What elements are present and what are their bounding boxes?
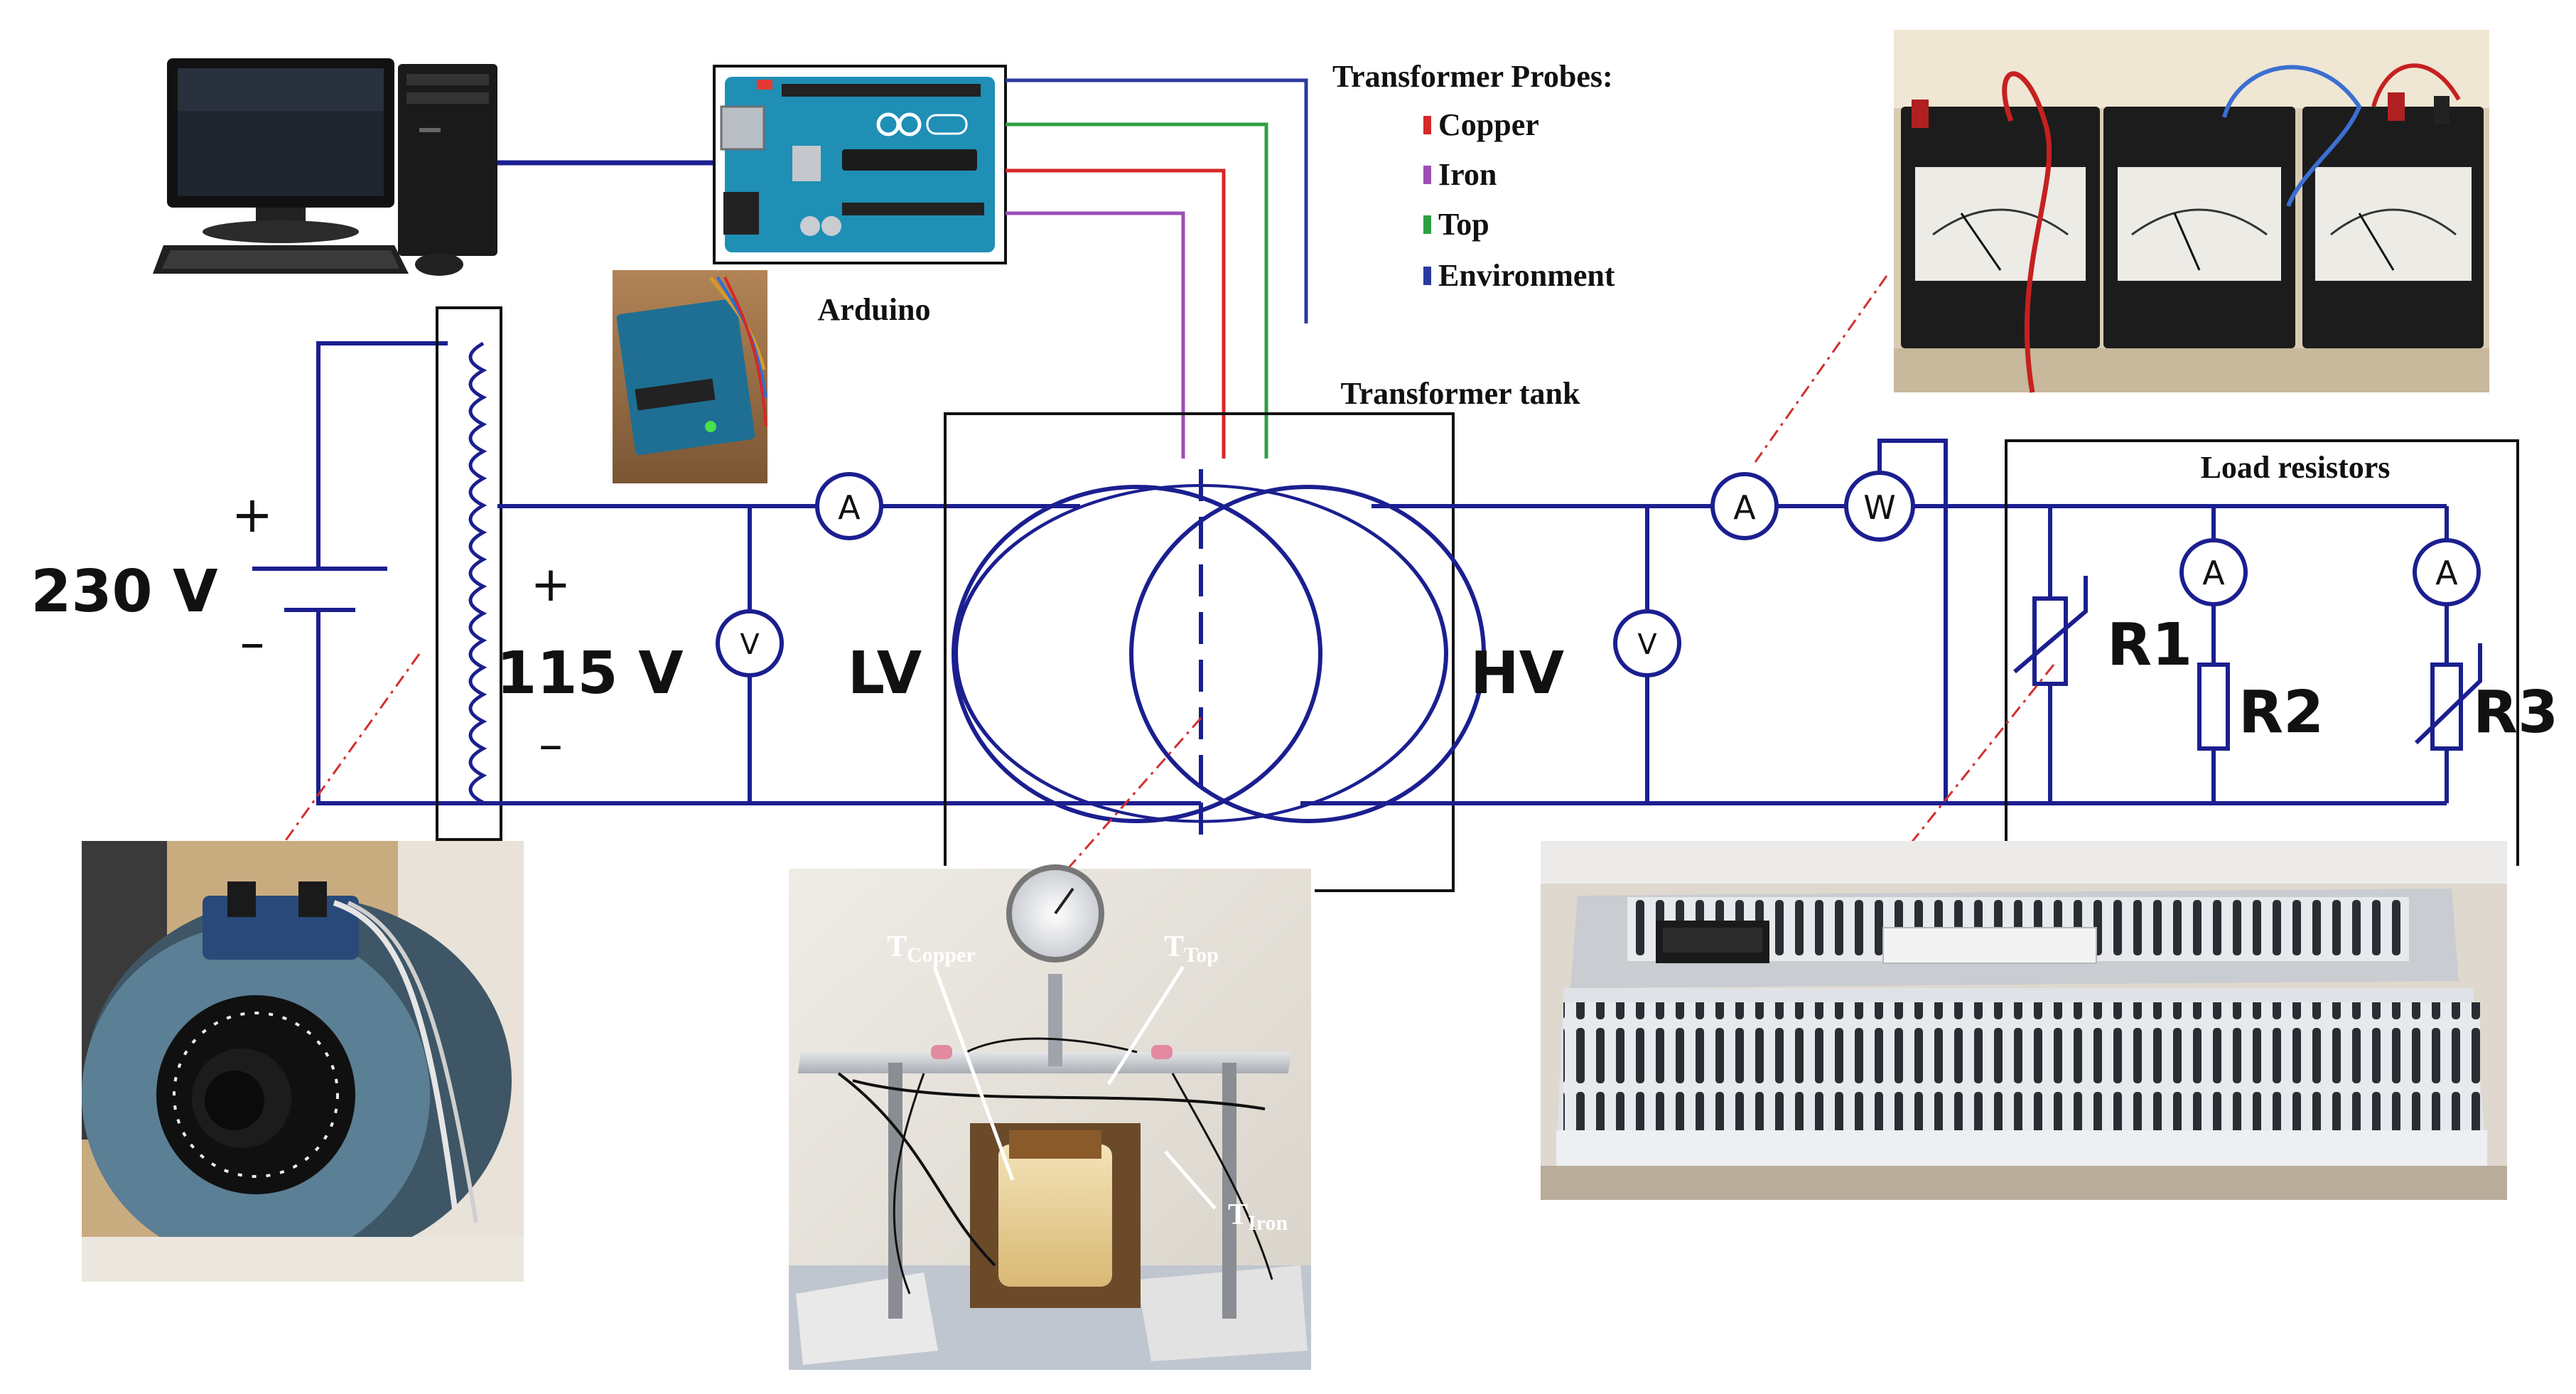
transformer-tank-outline [944,412,1455,892]
variac-coil [468,341,487,805]
t-iron-sub: Iron [1248,1211,1288,1235]
arduino-photo [613,270,767,483]
arduino-label: Arduino [818,292,931,327]
resistor-r2 [2179,506,2248,803]
t-top-sub: Top [1184,943,1219,967]
variac-voltage-label: 115 V [496,640,684,707]
ammeter-hv-label: A [1733,488,1756,527]
load-resistors-label: Load resistors [2201,450,2391,485]
analog-meters-photo [1894,30,2489,393]
lv-label: LV [848,640,922,707]
t-iron-label: TIron [1228,1199,1288,1235]
ammeter-lv-label: A [838,488,861,527]
wattmeter: W [1844,471,1915,542]
legend-item-top: Top [1438,207,1489,242]
t-copper-label: TCopper [887,931,976,967]
probe-wire-environment [1006,78,1308,323]
r2-label: R2 [2238,679,2324,746]
legend-swatch-copper [1423,116,1431,134]
annotation-line-variac [283,653,421,843]
transformer-symbol [952,469,1486,839]
variac-minus-sign: – [539,717,563,773]
voltmeter-lv: V [716,609,784,677]
t-copper-main: T [887,931,907,963]
arduino-board-icon [720,77,995,252]
source-230v [252,341,497,805]
wattmeter-label: W [1863,488,1895,527]
ammeter-r2-label: A [2202,554,2225,592]
legend-item-environment: Environment [1438,258,1615,293]
ammeter-r3-label: A [2435,554,2458,592]
ammeter-lv: A [815,472,883,540]
t-iron-main: T [1228,1199,1248,1231]
variac-photo [82,841,524,1282]
ammeter-hv: A [1710,472,1779,540]
legend-item-copper: Copper [1438,107,1539,142]
r3-label: R3 [2473,679,2558,746]
legend-swatch-top [1423,215,1431,234]
source-minus-sign: – [240,613,265,672]
source-plus-sign: + [232,486,274,544]
legend-swatch-iron [1423,166,1431,184]
load-resistors-outline [2005,439,2519,866]
hv-label: HV [1470,640,1565,707]
voltmeter-lv-label: V [740,628,760,661]
variac-plus-sign: + [531,557,571,613]
annotation-line-meters [1754,275,1888,463]
r1-label: R1 [2107,611,2192,679]
load-resistor-photo [1541,841,2507,1200]
probe-legend: Transformer Probes: Copper Iron Top Envi… [1332,59,1615,293]
probe-wire-iron [1006,211,1185,459]
variac-frame [436,306,502,841]
transformer-photo [789,864,1311,1370]
source-voltage-label: 230 V [31,558,218,626]
resistor-r3 [2413,506,2482,803]
legend-title: Transformer Probes: [1332,59,1613,94]
tank-label: Transformer tank [1341,376,1580,411]
hv-wiring [1300,439,2447,805]
t-top-label: TTop [1164,931,1219,967]
voltmeter-hv-label: V [1637,628,1657,661]
voltmeter-hv: V [1613,609,1681,677]
probe-wire-top [1006,122,1268,459]
annotation-line-resistors [1910,664,2055,843]
t-copper-sub: Copper [907,943,976,967]
annotation-line-transformer [1065,717,1202,872]
probe-wire-copper [1006,168,1226,459]
legend-item-iron: Iron [1438,157,1497,192]
resistor-r1 [2013,506,2088,803]
legend-swatch-environment [1423,267,1431,285]
t-top-main: T [1164,931,1184,963]
desktop-computer-icon [153,58,497,276]
